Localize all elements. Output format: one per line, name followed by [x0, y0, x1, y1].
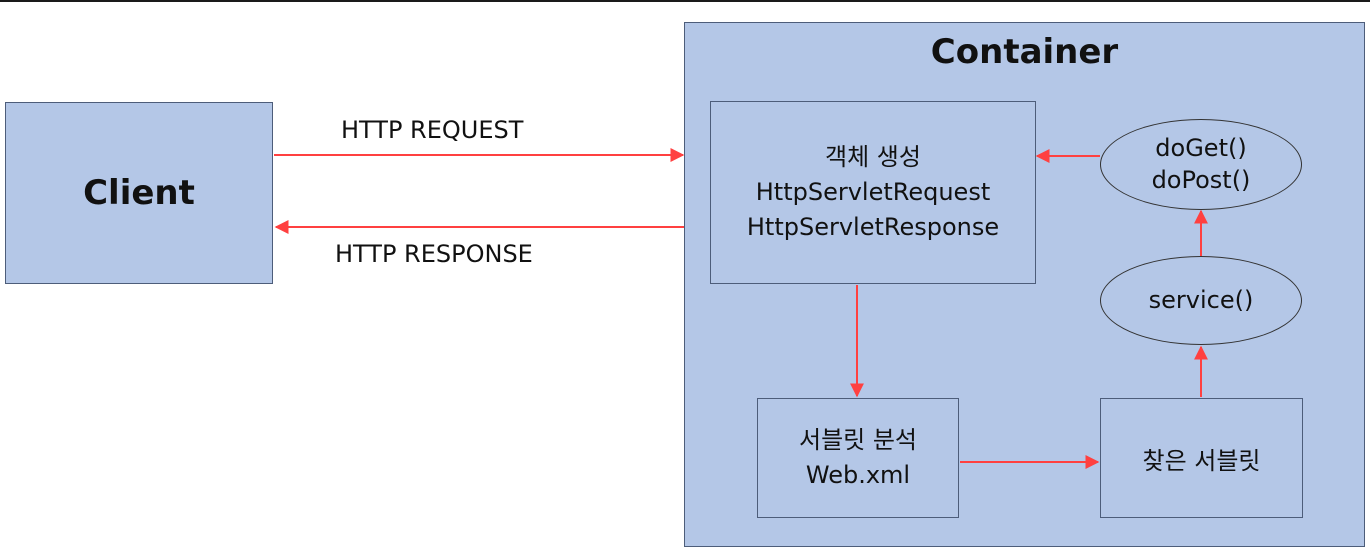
service-label: service(): [1148, 285, 1254, 314]
http-request-label: HTTP REQUEST: [341, 116, 524, 144]
client-label: Client: [83, 173, 195, 213]
servlet-analysis-label: 서블릿 분석: [798, 426, 918, 455]
doget-dopost-node: doGet() doPost(): [1100, 119, 1302, 210]
http-response-label: HTTP RESPONSE: [335, 240, 533, 268]
client-node: Client: [5, 102, 273, 284]
found-servlet-label: 찾은 서블릿: [1142, 446, 1261, 475]
servlet-analysis-node: 서블릿 분석 Web.xml: [757, 398, 959, 518]
container-title: Container: [930, 32, 1119, 72]
dopost-label: doPost(): [1151, 165, 1251, 194]
object-creation-label: 객체 생성: [825, 143, 921, 172]
web-xml-label: Web.xml: [805, 461, 911, 489]
found-servlet-node: 찾은 서블릿: [1100, 398, 1303, 518]
object-creation-node: 객체 생성 HttpServletRequest HttpServletResp…: [710, 101, 1036, 284]
service-node: service(): [1100, 256, 1302, 345]
doget-label: doGet(): [1155, 134, 1247, 163]
http-servlet-response-label: HttpServletResponse: [746, 212, 1000, 241]
top-border-line: [0, 0, 1370, 2]
http-servlet-request-label: HttpServletRequest: [755, 178, 991, 207]
